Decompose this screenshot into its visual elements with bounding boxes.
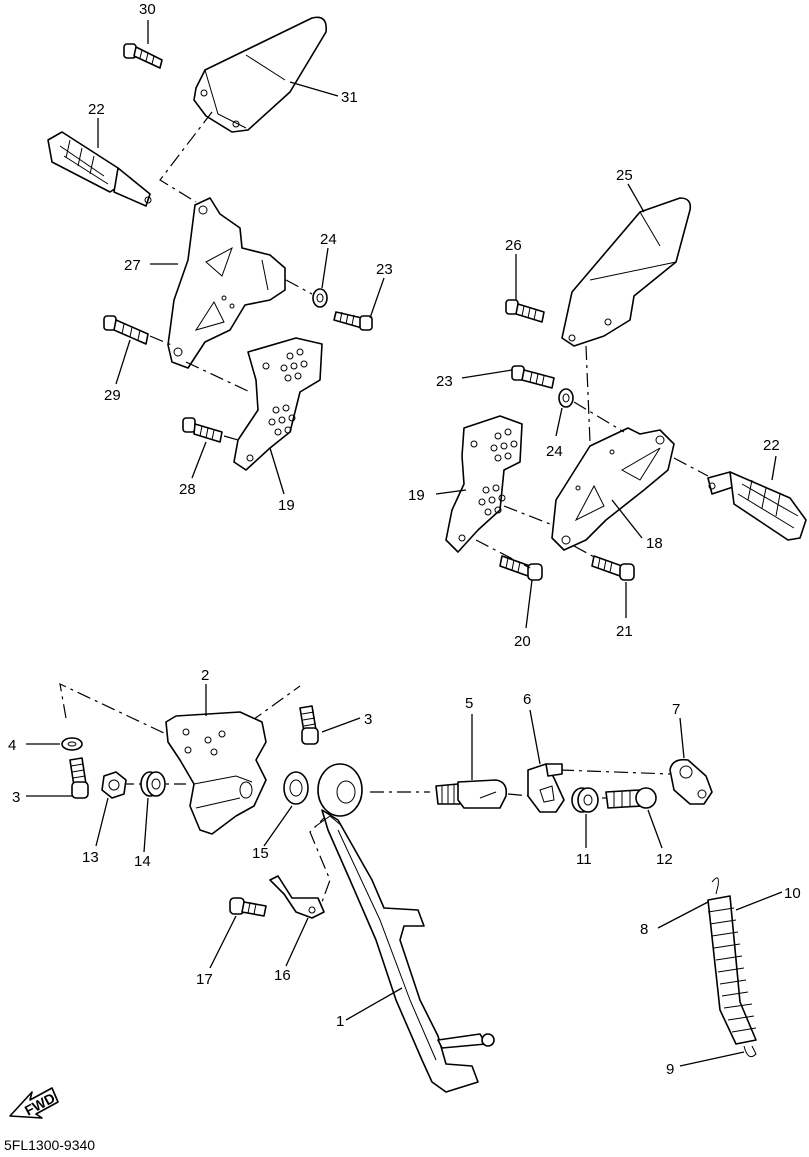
washer-24-right <box>558 388 574 408</box>
callout-28: 28 <box>179 481 196 498</box>
callout-27: 27 <box>124 257 141 274</box>
bolt-12 <box>605 787 657 809</box>
callout-24: 24 <box>546 443 563 460</box>
callout-21: 21 <box>616 623 633 640</box>
fwd-arrow-icon: FWD <box>9 1087 59 1119</box>
callout-23: 23 <box>436 373 453 390</box>
callout-9: 9 <box>666 1061 674 1078</box>
callout-19: 19 <box>278 497 295 514</box>
callout-14: 14 <box>134 853 151 870</box>
callout-24: 24 <box>320 231 337 248</box>
callout-6: 6 <box>523 691 531 708</box>
callout-10: 10 <box>784 885 801 902</box>
bolt-28 <box>182 417 223 443</box>
callout-29: 29 <box>104 387 121 404</box>
upper-right-footrest-assembly <box>435 183 807 629</box>
callout-12: 12 <box>656 851 673 868</box>
footrest-bracket-18 <box>551 427 675 551</box>
plate-7 <box>669 758 713 805</box>
bolt-23-left <box>333 311 373 331</box>
footpeg-22-left <box>47 131 152 207</box>
diagram-part-number: 5FL1300-9340 <box>4 1137 95 1153</box>
heel-guard-31 <box>193 16 328 133</box>
callout-17: 17 <box>196 971 213 988</box>
bolt-20 <box>499 555 543 581</box>
washer-4 <box>61 737 83 751</box>
callout-15: 15 <box>252 845 269 862</box>
spring-hook-16 <box>269 875 325 919</box>
plate-19-left <box>233 337 323 471</box>
spring-10 <box>707 877 757 1058</box>
footpeg-22-right <box>707 471 807 541</box>
footrest-bracket-27 <box>167 197 286 369</box>
sidestand-bracket-2 <box>165 711 267 835</box>
collar-14 <box>140 771 166 797</box>
callout-31: 31 <box>341 89 358 106</box>
bolt-26 <box>505 299 545 323</box>
callout-4: 4 <box>8 737 16 754</box>
plate-19-right <box>445 415 523 553</box>
callout-13: 13 <box>82 849 99 866</box>
callout-20: 20 <box>514 633 531 650</box>
callout-11: 11 <box>576 851 592 868</box>
collar-11 <box>571 787 599 813</box>
callout-1: 1 <box>336 1013 344 1030</box>
bolt-21 <box>591 555 635 581</box>
callout-7: 7 <box>672 701 680 718</box>
callout-23: 23 <box>376 261 393 278</box>
sidestand-assembly <box>26 682 783 1093</box>
callout-3: 3 <box>12 789 20 806</box>
sidestand-1 <box>315 763 495 1093</box>
bolt-23-right <box>511 365 555 389</box>
callout-26: 26 <box>505 237 522 254</box>
bolt-3-upper <box>299 705 319 745</box>
bolt-30 <box>123 43 163 69</box>
callout-2: 2 <box>201 667 209 684</box>
switch-arm-6 <box>527 763 565 813</box>
callout-8: 8 <box>640 921 648 938</box>
nut-13 <box>101 771 127 799</box>
callout-22: 22 <box>88 101 105 118</box>
bolt-29 <box>103 315 149 345</box>
bolt-17 <box>229 897 267 917</box>
callout-5: 5 <box>465 695 473 712</box>
callout-18: 18 <box>646 535 663 552</box>
callout-22: 22 <box>763 437 780 454</box>
callout-16: 16 <box>274 967 291 984</box>
callout-25: 25 <box>616 167 633 184</box>
callout-30: 30 <box>139 1 156 18</box>
washer-24-left <box>312 288 328 308</box>
pivot-bolt-5 <box>435 779 508 809</box>
callout-labels: 30 31 22 27 24 23 29 28 19 25 26 23 24 2… <box>8 1 801 1078</box>
washer-15 <box>283 771 309 805</box>
bolt-3-lower <box>69 757 89 799</box>
upper-left-footrest-assembly <box>47 16 385 495</box>
callout-3: 3 <box>364 711 372 728</box>
callout-19: 19 <box>408 487 425 504</box>
